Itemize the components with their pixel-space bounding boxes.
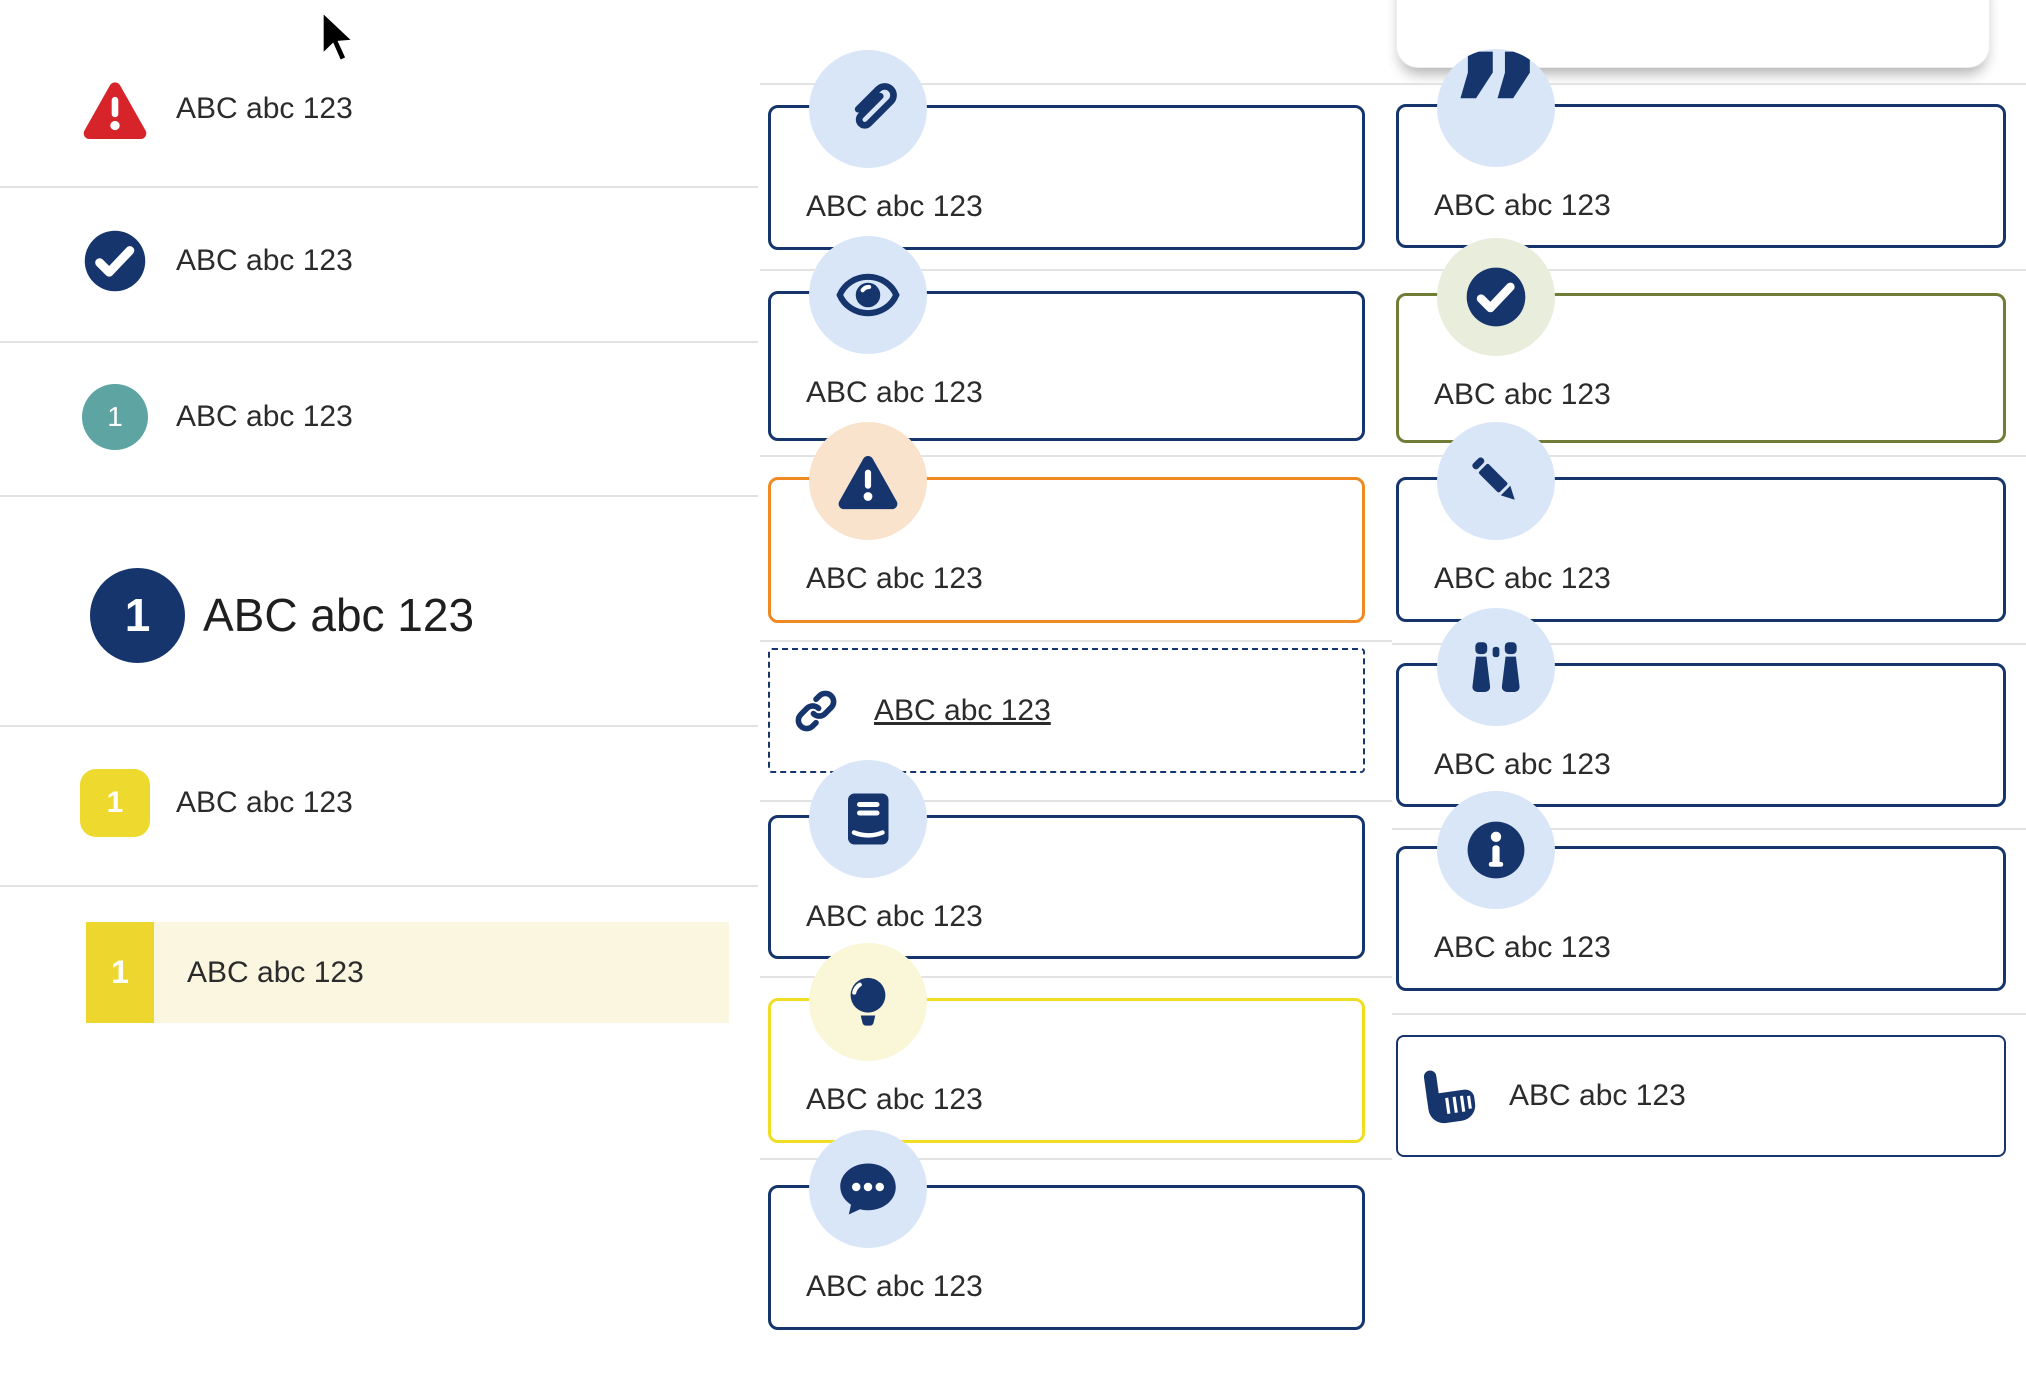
list-item-number-teal: 1 ABC abc 123 (0, 384, 758, 450)
divider (0, 495, 758, 497)
card-comment: ABC abc 123 (768, 1130, 1365, 1330)
divider (1392, 269, 2026, 271)
card-book: ABC abc 123 (768, 760, 1365, 959)
divider (1392, 828, 2026, 830)
divider (0, 341, 758, 343)
divider (760, 269, 1392, 271)
list-item-label: ABC abc 123 (176, 244, 353, 277)
success-check-icon (1437, 238, 1555, 356)
list-item-label: ABC abc 123 (176, 92, 353, 125)
teal-number-badge: 1 (82, 384, 148, 450)
divider (1392, 83, 2026, 85)
yellow-number-badge: 1 (80, 769, 150, 837)
card-label: ABC abc 123 (806, 1270, 983, 1303)
card-quote: ” ABC abc 123 (1396, 49, 2006, 248)
card-info: ABC abc 123 (1396, 791, 2006, 991)
info-icon (1437, 791, 1555, 909)
card-attachment: ABC abc 123 (768, 50, 1365, 250)
card-warning: ABC abc 123 (768, 422, 1365, 623)
card-link[interactable]: ABC abc 123 (768, 648, 1365, 773)
card-label: ABC abc 123 (806, 562, 983, 595)
check-circle-icon (80, 228, 150, 294)
card-search: ABC abc 123 (1396, 608, 2006, 807)
mouse-cursor-icon (317, 6, 359, 75)
card-idea: ABC abc 123 (768, 943, 1365, 1143)
divider (760, 976, 1392, 978)
card-label: ABC abc 123 (806, 900, 983, 933)
card-label: ABC abc 123 (806, 1083, 983, 1116)
list-item-label: ABC abc 123 (203, 589, 475, 641)
card-action[interactable]: ABC abc 123 (1396, 1035, 2006, 1157)
divider (1392, 1013, 2026, 1015)
list-item-label: ABC abc 123 (176, 400, 353, 433)
divider (760, 640, 1392, 642)
divider (1392, 643, 2026, 645)
divider (760, 455, 1392, 457)
link-label[interactable]: ABC abc 123 (874, 693, 1051, 727)
hand-pointer-icon (1418, 1065, 1480, 1127)
quote-icon: ” (1437, 49, 1555, 167)
list-item-label: ABC abc 123 (176, 786, 353, 819)
yellow-number-bar: 1 (86, 922, 154, 1023)
pencil-icon (1437, 422, 1555, 540)
card-success: ABC abc 123 (1396, 238, 2006, 443)
card-label: ABC abc 123 (1434, 562, 1611, 595)
list-item-label: ABC abc 123 (187, 955, 364, 989)
middle-column: ABC abc 123 ABC abc 123 AB (760, 0, 1392, 1392)
divider (1392, 455, 2026, 457)
card-edit: ABC abc 123 (1396, 422, 2006, 622)
paperclip-icon (809, 50, 927, 168)
navy-number-badge-large: 1 (90, 567, 185, 663)
card-label: ABC abc 123 (1434, 748, 1611, 781)
comment-icon (809, 1130, 927, 1248)
right-column: ” ABC abc 123 ABC abc 123 (1392, 0, 2026, 1392)
card-label: ABC abc 123 (1434, 189, 1611, 222)
divider (0, 725, 758, 727)
divider (0, 186, 758, 188)
lightbulb-icon (809, 943, 927, 1061)
card-label: ABC abc 123 (1509, 1079, 1686, 1112)
card-label: ABC abc 123 (1434, 931, 1611, 964)
card-visibility: ABC abc 123 (768, 236, 1365, 441)
divider (0, 885, 758, 887)
link-icon (790, 685, 842, 737)
divider (760, 800, 1392, 802)
list-item-number-large: 1 ABC abc 123 (0, 566, 758, 664)
card-label: ABC abc 123 (806, 376, 983, 409)
binoculars-icon (1437, 608, 1555, 726)
list-item-check: ABC abc 123 (0, 228, 758, 294)
list-item-highlighted[interactable]: 1 ABC abc 123 (86, 922, 729, 1023)
book-icon (809, 760, 927, 878)
list-item-alert: ABC abc 123 (0, 72, 758, 146)
list-item-number-yellow: 1 ABC abc 123 (0, 768, 758, 838)
divider (760, 83, 1392, 85)
eye-icon (809, 236, 927, 354)
divider (760, 1158, 1392, 1160)
warning-icon (809, 422, 927, 540)
card-label: ABC abc 123 (1434, 378, 1611, 411)
card-label: ABC abc 123 (806, 190, 983, 223)
alert-triangle-icon (80, 78, 150, 140)
